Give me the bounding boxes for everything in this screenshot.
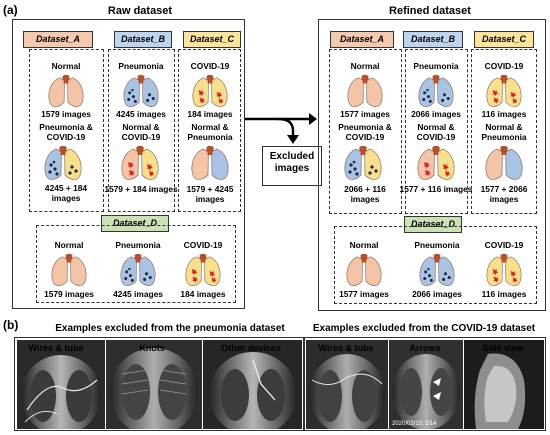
raw-a-mix-label: Pneumonia & COVID-19 <box>39 122 93 142</box>
raw-b-mix-label: Normal & COVID-19 <box>121 122 161 142</box>
raw-a-normal-label: Normal <box>51 61 81 71</box>
covid-lungs-icon <box>184 253 222 287</box>
example-label: Knots <box>139 343 165 353</box>
raw-dataset-b-box <box>108 49 175 212</box>
example-label: Side view <box>482 343 524 353</box>
examples-panel <box>14 337 546 431</box>
panel-b-label: (b) <box>3 318 19 332</box>
refined-dataset-a-tag: Dataset_A <box>330 31 394 48</box>
pneumonia-examples-title: Examples excluded from the pneumonia dat… <box>55 323 285 334</box>
refined-b-pneu-label: Pneumonia <box>413 61 459 71</box>
raw-c-mix-label: Normal & Pneumonia <box>187 122 233 142</box>
raw-c-covid-label: COVID-19 <box>190 61 230 71</box>
normal-pneumonia-lungs-icon <box>484 145 524 181</box>
xray-side-view-image <box>464 340 544 429</box>
refined-b-mix-label: Normal & COVID-19 <box>416 122 456 142</box>
xray-other-devices-image <box>203 340 302 429</box>
raw-d-normal-count: 1579 images <box>44 289 94 299</box>
refined-dataset-b-box <box>405 49 468 214</box>
panel-a-label: (a) <box>3 3 18 17</box>
xray-wires-tube-image <box>17 340 105 429</box>
refined-dataset-b-tag: Dataset_B <box>403 31 463 48</box>
refined-a-normal-count: 1577 images <box>340 109 390 119</box>
example-label: Wires & tube <box>318 343 374 353</box>
raw-dataset-title: Raw dataset <box>107 5 173 17</box>
normal-lungs-icon <box>345 253 383 287</box>
normal-covid-lungs-icon <box>416 145 456 181</box>
refined-b-pneu-count: 2066 images <box>411 109 461 119</box>
raw-c-mix-count: 1579 + 4245 images <box>186 184 234 204</box>
refined-c-mix-count: 1577 + 2066 images <box>480 184 528 204</box>
raw-dataset-d-box <box>36 225 236 303</box>
refined-b-mix-count: 1577 + 116 images <box>399 184 473 194</box>
pneumonia-lungs-icon <box>122 74 160 108</box>
excluded-images-box: Excluded images <box>262 146 322 186</box>
refined-dataset-c-box <box>471 49 537 214</box>
normal-lungs-icon <box>47 74 85 108</box>
covid-lungs-icon <box>191 74 229 108</box>
refined-d-pneu-count: 2066 images <box>412 289 462 299</box>
refined-a-mix-count: 2066 + 116 images <box>344 184 386 204</box>
refined-dataset-d-tag: Dataset_D <box>404 216 462 233</box>
refined-d-covid-count: 116 images <box>481 289 527 299</box>
refined-dataset-title: Refined dataset <box>389 5 471 17</box>
xray-covid-wires-tube-image <box>306 340 388 429</box>
pneumonia-lungs-icon <box>418 253 456 287</box>
raw-dataset-c-tag: Dataset_C <box>183 31 241 48</box>
normal-covid-lungs-icon <box>120 145 160 181</box>
pneumonia-covid-lungs-icon <box>343 145 383 181</box>
raw-b-mix-count: 1579 + 184 images <box>104 184 178 194</box>
raw-dataset-a-tag: Dataset_A <box>23 31 93 48</box>
raw-dataset-c-box <box>178 49 241 212</box>
example-label: Wires & tube <box>28 343 84 353</box>
raw-d-covid-label: COVID-19 <box>183 240 223 250</box>
refined-a-normal-label: Normal <box>350 61 380 71</box>
xray-knots-image <box>106 340 202 429</box>
raw-d-pneu-count: 4245 images <box>113 289 163 299</box>
covid-lungs-icon <box>485 253 523 287</box>
raw-b-pneu-count: 4245 images <box>116 109 166 119</box>
flow-arrow-icon <box>245 113 317 144</box>
pneumonia-lungs-icon <box>417 74 455 108</box>
refined-dataset-panel <box>318 19 546 311</box>
raw-a-normal-count: 1579 images <box>41 109 91 119</box>
refined-dataset-a-box <box>329 49 402 214</box>
normal-lungs-icon <box>346 74 384 108</box>
normal-pneumonia-lungs-icon <box>190 145 230 181</box>
pneumonia-lungs-icon <box>119 253 157 287</box>
xray-arrows-image: 2020/03/15, D14 <box>389 340 463 429</box>
refined-d-normal-label: Normal <box>349 240 379 250</box>
raw-d-pneu-label: Pneumonia <box>115 240 161 250</box>
refined-d-covid-label: COVID-19 <box>484 240 524 250</box>
refined-a-mix-label: Pneumonia & COVID-19 <box>338 122 392 142</box>
refined-c-covid-label: COVID-19 <box>484 61 524 71</box>
raw-dataset-panel <box>12 19 245 309</box>
raw-a-mix-count: 4245 + 184 images <box>44 183 88 203</box>
refined-dataset-d-box <box>334 226 537 304</box>
raw-dataset-b-tag: Dataset_B <box>114 31 172 48</box>
refined-c-covid-count: 116 images <box>481 109 527 119</box>
normal-lungs-icon <box>50 253 88 287</box>
raw-b-pneu-label: Pneumonia <box>118 61 164 71</box>
raw-dataset-a-box <box>29 49 104 212</box>
covid-lungs-icon <box>485 74 523 108</box>
raw-d-normal-label: Normal <box>54 240 84 250</box>
raw-d-covid-count: 184 images <box>180 289 226 299</box>
examples-divider <box>303 337 305 431</box>
refined-d-pneu-label: Pneumonia <box>414 240 460 250</box>
example-label: Arrows <box>409 343 441 353</box>
covid-examples-title: Examples excluded from the COVID-19 data… <box>312 323 536 334</box>
refined-d-normal-count: 1577 images <box>339 289 389 299</box>
example-label: Other devices <box>221 343 281 353</box>
raw-c-covid-count: 184 images <box>187 109 233 119</box>
xray-date-stamp: 2020/03/15, D14 <box>392 421 437 427</box>
pneumonia-covid-lungs-icon <box>43 145 83 181</box>
refined-c-mix-label: Normal & Pneumonia <box>481 122 527 142</box>
raw-dataset-d-tag: Dataset_D <box>101 215 169 232</box>
refined-dataset-c-tag: Dataset_C <box>474 31 534 48</box>
